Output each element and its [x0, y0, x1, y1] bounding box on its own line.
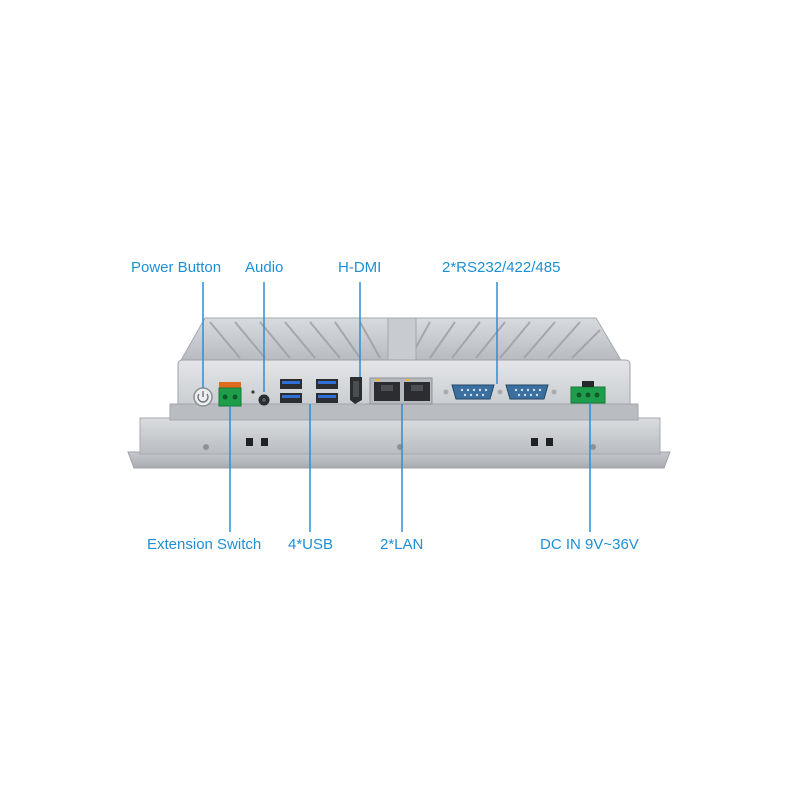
audio-jack-icon	[251, 390, 270, 406]
hdmi-port-icon	[350, 377, 362, 404]
usb-ports-icon	[280, 379, 338, 403]
label-power-button: Power Button	[131, 259, 222, 276]
label-serial-ports: 2*RS232/422/485	[442, 259, 561, 276]
label-dc-in: DC IN 9V~36V	[540, 536, 639, 553]
label-lan: 2*LAN	[380, 536, 424, 553]
label-extension-switch: Extension Switch	[147, 536, 262, 553]
label-usb: 4*USB	[288, 536, 334, 553]
power-button-icon	[193, 387, 213, 407]
bezel-vents	[246, 438, 553, 446]
callout-lines	[202, 282, 591, 532]
lan-ports-icon	[369, 377, 433, 405]
label-hdmi: H-DMI	[338, 259, 382, 276]
heatsink-fins	[179, 317, 623, 363]
extension-switch-terminal-icon	[218, 382, 242, 407]
front-bezel	[127, 417, 671, 469]
serial-ports-icon	[443, 384, 557, 400]
dc-in-terminal-icon	[570, 381, 606, 404]
label-audio: Audio	[245, 259, 284, 276]
